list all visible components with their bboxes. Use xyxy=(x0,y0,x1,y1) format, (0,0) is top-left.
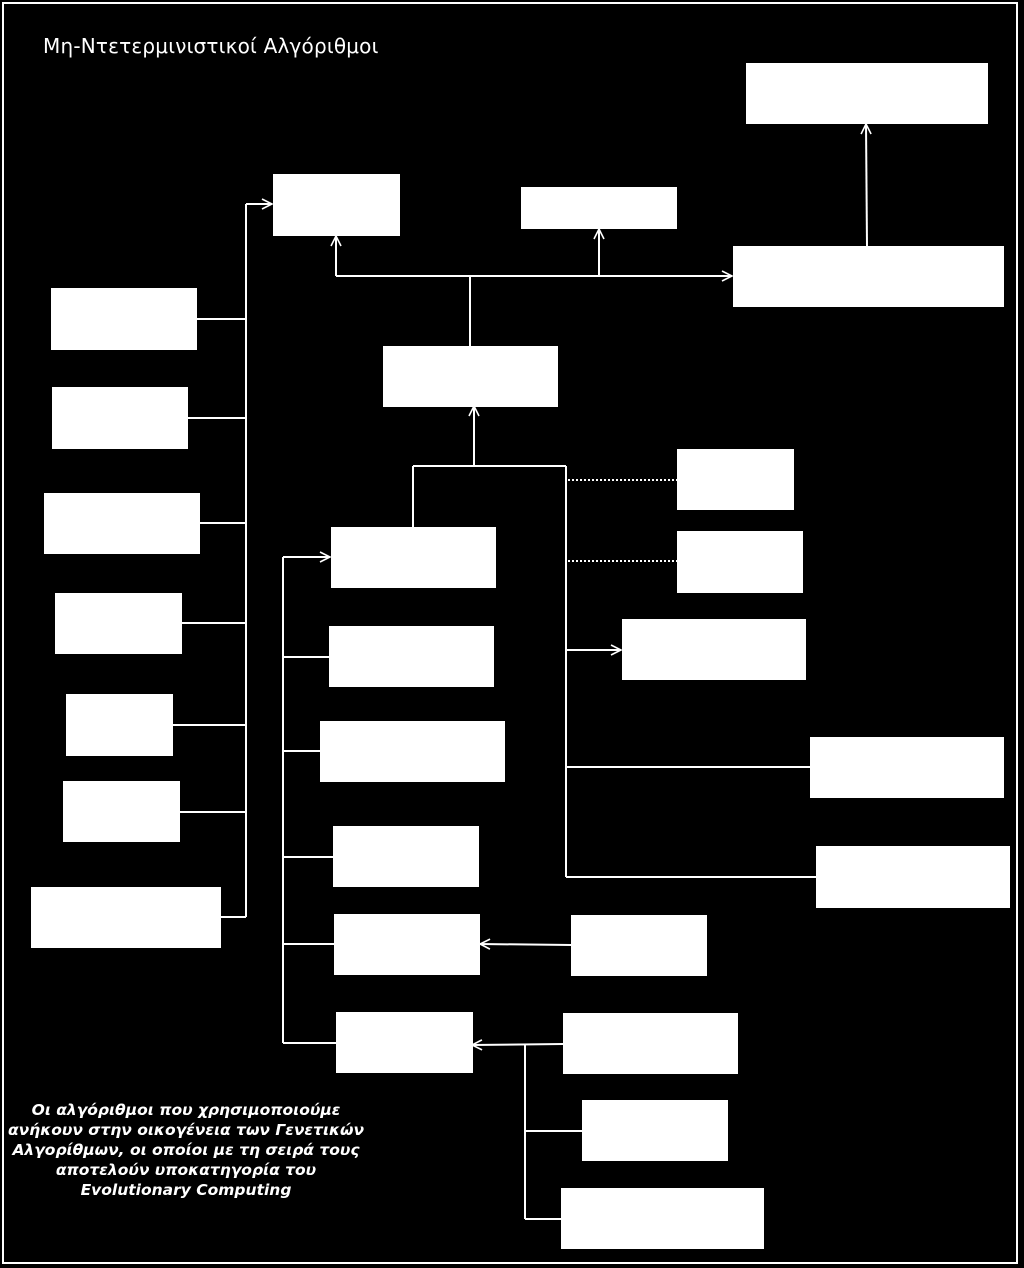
caption-text: Οι αλγόριθμοι που χρησιμοποιούμε ανήκουν… xyxy=(0,1100,372,1200)
node-dotted-1 xyxy=(677,449,794,510)
caption-line: Οι αλγόριθμοι που χρησιμοποιούμε xyxy=(31,1101,341,1119)
node-mid-6 xyxy=(336,1012,473,1073)
node-top-middle xyxy=(521,187,677,229)
node-left-3 xyxy=(44,493,200,554)
node-lower-input-b xyxy=(563,1013,738,1074)
caption-line: Evolutionary Computing xyxy=(80,1181,292,1199)
node-top-left xyxy=(273,174,400,236)
node-mid-1 xyxy=(331,527,496,588)
caption-line: ανήκουν στην οικογένεια των Γενετικών xyxy=(7,1121,365,1139)
node-right-arrow-target xyxy=(622,619,806,680)
node-left-6 xyxy=(63,781,180,842)
node-left-5 xyxy=(66,694,173,756)
node-right-1 xyxy=(810,737,1004,798)
node-central xyxy=(383,346,558,407)
node-mid-2 xyxy=(329,626,494,687)
node-right-branch xyxy=(733,246,1004,307)
node-right-2 xyxy=(816,846,1010,908)
connector-to-lower-node-b xyxy=(472,1044,564,1045)
connector-to-top-right-node xyxy=(866,124,867,247)
node-lower-input-a xyxy=(571,915,707,976)
node-mid-3 xyxy=(320,721,505,782)
connector-to-lower-node-a xyxy=(480,944,572,945)
node-mid-5 xyxy=(334,914,480,975)
caption-line: Αλγορίθμων, οι οποίοι με τη σειρά τους xyxy=(12,1141,360,1159)
node-left-7 xyxy=(31,887,221,948)
node-top-right xyxy=(746,63,988,124)
caption-line: αποτελούν υποκατηγορία του xyxy=(55,1161,317,1179)
node-left-1 xyxy=(51,288,197,350)
node-bottom-2 xyxy=(561,1188,764,1249)
node-left-2 xyxy=(52,387,188,449)
node-dotted-2 xyxy=(677,531,803,593)
node-mid-4 xyxy=(333,826,479,887)
diagram-title: Μη-Ντετερμινιστικοί Αλγόριθμοι xyxy=(43,34,379,58)
node-bottom-1 xyxy=(582,1100,728,1161)
node-left-4 xyxy=(55,593,182,654)
